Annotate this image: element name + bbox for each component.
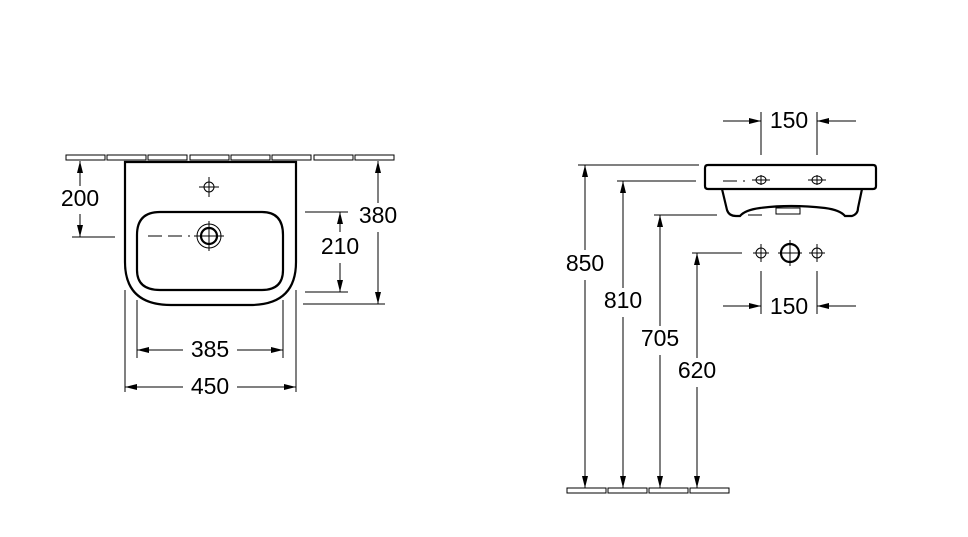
dim-380-label: 380 <box>359 202 397 228</box>
dim-705-label: 705 <box>641 325 679 351</box>
dim-850-label: 850 <box>566 250 604 276</box>
bowl-outline <box>135 210 285 292</box>
dim-200-label: 200 <box>61 185 99 211</box>
basin-outline <box>123 160 298 307</box>
wall-tiles <box>65 154 395 161</box>
drain-icon <box>148 221 224 251</box>
tap-hole-icon <box>752 175 826 185</box>
front-view: 200 380 210 385 450 <box>61 154 397 399</box>
floor-tiles <box>566 487 730 494</box>
dim-385-label: 385 <box>191 336 229 362</box>
basin-underside <box>720 188 864 218</box>
dim-810-label: 810 <box>604 287 642 313</box>
basin-side-outline <box>703 163 878 191</box>
tap-hole-icon <box>199 177 219 197</box>
dim-210-label: 210 <box>321 233 359 259</box>
dim-450-label: 450 <box>191 373 229 399</box>
dim-150-bottom-label: 150 <box>770 293 808 319</box>
dim-620-label: 620 <box>678 357 716 383</box>
dim-150-top-label: 150 <box>770 107 808 133</box>
connection-holes-icon <box>753 240 825 266</box>
side-view: 150 150 850 810 705 620 <box>566 107 878 494</box>
